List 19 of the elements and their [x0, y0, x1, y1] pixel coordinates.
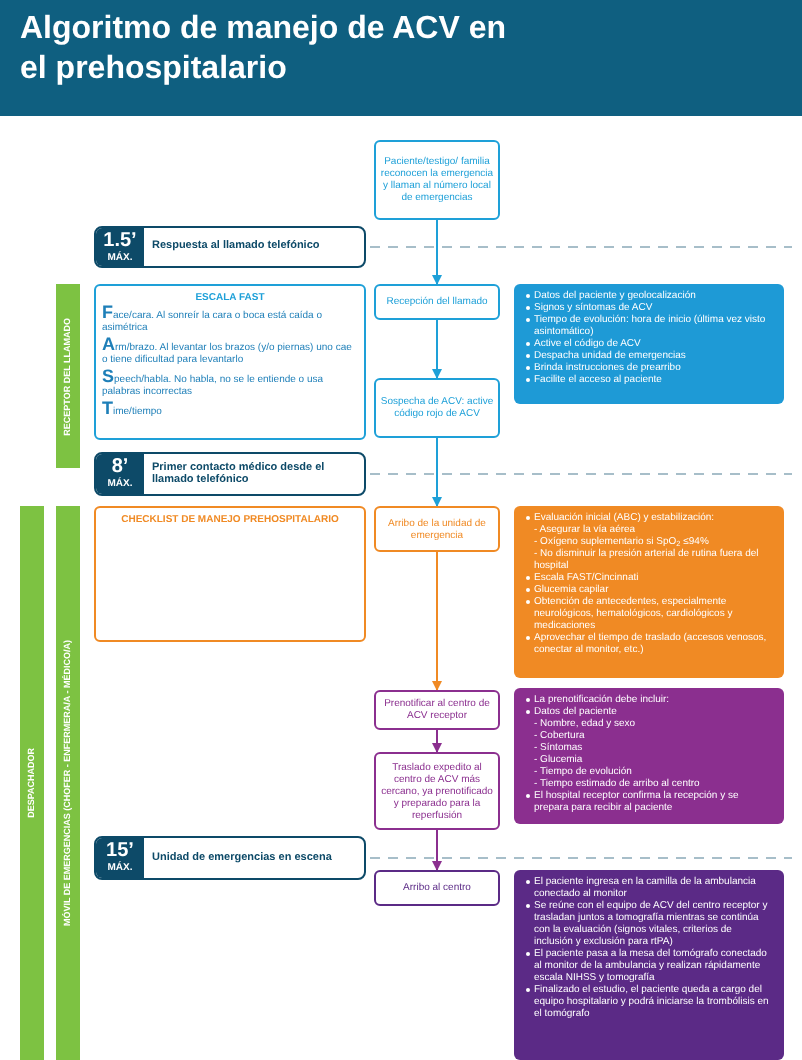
info-panel [514, 688, 784, 824]
minutes-value: 1.5’ [103, 231, 137, 251]
time-box [94, 452, 366, 496]
title: Algoritmo de manejo de ACV en el prehospitalario [20, 10, 508, 90]
arrow [432, 437, 442, 507]
minutes-value: 15’ [106, 842, 134, 862]
arrow [432, 829, 442, 871]
arrow [432, 729, 442, 753]
fast-scale-box [94, 284, 366, 440]
arrow [432, 319, 442, 379]
checklist-box [94, 506, 366, 642]
info-panel [514, 870, 784, 1060]
arrow [432, 219, 442, 285]
time-box [94, 226, 366, 268]
info-panel [514, 506, 784, 678]
info-panel [514, 284, 784, 404]
minutes-value: 8’ [111, 458, 129, 478]
time-box [94, 836, 366, 880]
arrow [432, 551, 442, 691]
